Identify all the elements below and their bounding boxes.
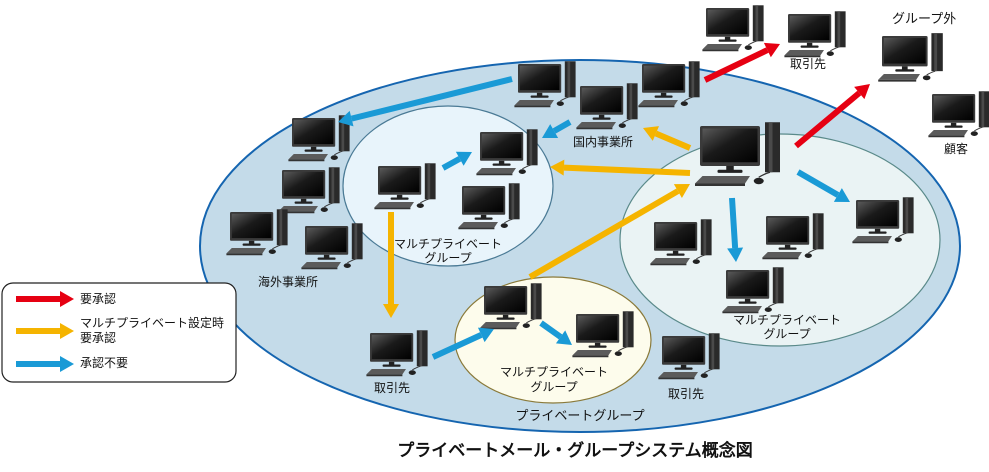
label-mp-bottom-1: マルチプライベート (500, 365, 608, 379)
arrow-yellow-mp-bottom-to-hub (528, 184, 690, 280)
legend-arrow-yellow (16, 323, 74, 339)
arrow-red-to-outside-group (794, 84, 870, 149)
arrow-blue-within-mp-left (441, 151, 472, 171)
arrow-blue-hub-down (727, 197, 744, 262)
legend: 要承認 マルチプライベート設定時 要承認 承認不要 (1, 282, 237, 383)
arrow-blue-within-mp-bottom (539, 320, 572, 345)
pc-customer (927, 90, 989, 138)
label-private-group: プライベートグループ (515, 409, 644, 424)
diagram-title: プライベートメール・グループシステム概念図 (397, 440, 752, 461)
label-mp-left-1: マルチプライベート (394, 237, 502, 251)
legend-label-multi-private-1: マルチプライベート設定時 (80, 315, 224, 330)
arrow-blue-partner-to-mp-bottom (431, 327, 494, 360)
label-partner-top: 取引先 (790, 57, 826, 71)
legend-label-approval-required: 要承認 (80, 291, 116, 306)
label-partner-bottom-right: 取引先 (668, 387, 704, 401)
legend-label-no-approval: 承認不要 (80, 355, 128, 370)
arrow-blue-domestic-to-mp-left (542, 119, 572, 138)
label-partner-left: 取引先 (374, 381, 410, 395)
legend-arrow-blue (16, 356, 74, 372)
legend-arrow-red (16, 291, 74, 307)
label-outside-group: グループ外 (892, 12, 956, 27)
arrow-yellow-hub-to-domestic (643, 126, 692, 151)
arrow-red-to-partner-top (703, 42, 780, 83)
pc-outside-1 (701, 4, 765, 52)
label-mp-left-2: グループ (424, 251, 471, 265)
label-overseas-office: 海外事業所 (258, 274, 318, 289)
arrow-yellow-mp-left-to-partner (383, 212, 399, 318)
arrow-blue-hub-to-right (796, 169, 850, 202)
label-customer: 顧客 (944, 141, 968, 156)
arrows-layer (338, 42, 870, 360)
legend-label-multi-private-2: 要承認 (80, 330, 116, 345)
label-mp-right-2: グループ (763, 327, 810, 341)
pc-partner-top (783, 10, 847, 58)
arrow-blue-domestic-to-overseas (338, 76, 513, 127)
arrow-yellow-hub-to-mp-left (550, 159, 691, 176)
pc-outside-group (877, 32, 944, 83)
label-mp-right-1: マルチプライベート (733, 313, 841, 327)
label-domestic-office: 国内事業所 (573, 135, 633, 149)
label-mp-bottom-2: グループ (530, 380, 577, 394)
